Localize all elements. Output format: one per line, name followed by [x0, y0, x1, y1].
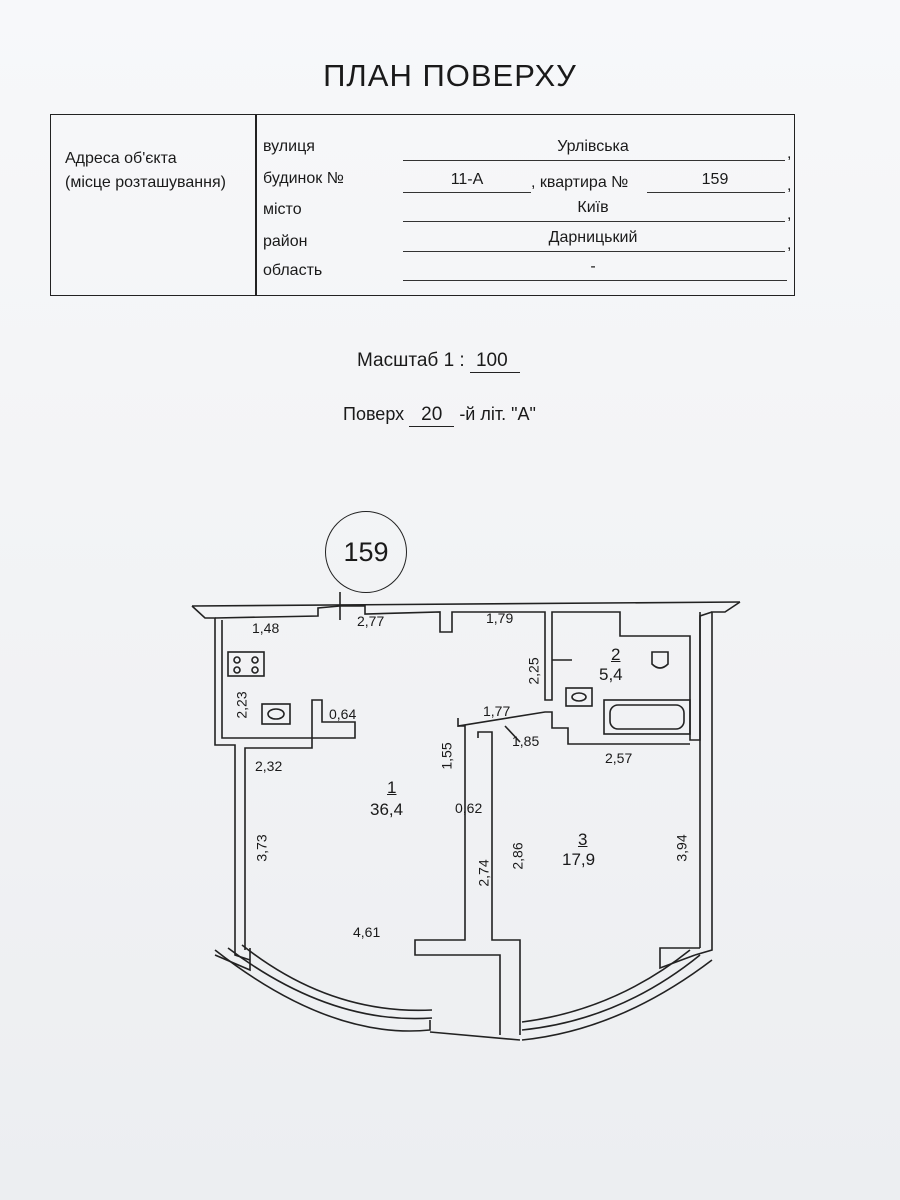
bathtub-icon [603, 699, 691, 735]
corridor-wall [457, 711, 690, 745]
table-divider [255, 115, 257, 295]
city-comma: , [787, 206, 792, 223]
dimension-label: 1,85 [512, 733, 540, 749]
arc-right-mid [521, 954, 701, 1031]
dimension-label: 2,25 [525, 657, 542, 685]
dimension-label: 1,77 [483, 703, 511, 719]
apartment-underline [647, 192, 785, 194]
address-caption-line1: Адреса об'єкта [65, 150, 177, 167]
floor-line: Поверх 20 -й літ. "А" [343, 404, 536, 427]
dimension-label: 2,77 [357, 613, 385, 629]
city-label: місто [263, 201, 302, 218]
page-title: ПЛАН ПОВЕРХУ [323, 58, 577, 93]
dimension-label: 1,55 [438, 742, 455, 770]
corner-left [214, 948, 251, 972]
floor-value: 20 [409, 404, 455, 427]
kitchen-sink-icon [261, 703, 291, 725]
apartment-number-badge: 159 [325, 511, 407, 593]
partition-1-3-inner [414, 725, 501, 1035]
corridor-marker [504, 725, 521, 743]
dimension-label: 2,32 [255, 758, 283, 774]
dimension-label: 2,74 [475, 859, 492, 887]
dimension-label: 0,64 [329, 706, 357, 722]
district-value: Дарницький [548, 229, 638, 246]
stove-icon [227, 651, 265, 677]
floor-label: Поверх [343, 404, 405, 424]
scale-line: Масштаб 1 : 100 [357, 350, 520, 373]
room-3-area: 17,9 [562, 850, 596, 869]
address-table: Адреса об'єкта (місце розташування) вули… [50, 114, 795, 296]
scale-value: 100 [469, 350, 520, 373]
street-underline [403, 160, 785, 162]
address-caption: Адреса об'єкта (місце розташування) [65, 147, 226, 195]
room-2-number: 2 [611, 645, 621, 664]
dimension-label: 3,73 [253, 834, 270, 862]
district-label: район [263, 233, 308, 250]
dimension-label: 3,94 [673, 834, 690, 862]
street-comma: , [787, 145, 792, 162]
corner-right [659, 947, 700, 970]
street-label: вулиця [263, 138, 315, 155]
room-1-number: 1 [387, 778, 397, 797]
bottom-wall [429, 1031, 521, 1041]
bathroom-sink-icon [565, 687, 593, 707]
dimension-label: 2,86 [509, 842, 526, 870]
kitchen-wall [221, 620, 356, 950]
partition-1-3 [477, 731, 521, 1035]
arc-left-mid [227, 947, 433, 1020]
house-value: 11-А [450, 171, 484, 188]
room-2-area: 5,4 [599, 665, 623, 684]
dimension-label: 4,61 [353, 924, 381, 940]
house-label: будинок № [263, 170, 344, 187]
street-value: Урлівська [557, 138, 629, 155]
dimension-label: 2,57 [605, 750, 633, 766]
outer-wall-right [694, 601, 741, 956]
dimension-label: 0,62 [455, 800, 483, 816]
arc-left-inner [241, 944, 433, 1012]
dimension-label: 1,79 [486, 610, 514, 626]
dimension-label: 1,48 [252, 620, 280, 636]
region-label: область [263, 262, 323, 279]
arc-right-outer [521, 959, 713, 1041]
district-comma: , [787, 236, 792, 253]
arc-left-outer [214, 949, 431, 1032]
floor-suffix: -й літ. "А" [459, 404, 536, 424]
arc-right-inner [521, 949, 691, 1023]
outer-wall-left [191, 605, 251, 961]
address-caption-line2: (місце розташування) [65, 174, 226, 191]
region-value: - [590, 258, 596, 275]
city-underline [403, 221, 785, 223]
apartment-value: 159 [701, 171, 729, 188]
dimension-label: 2,23 [233, 691, 250, 719]
apartment-label: , квартира № [531, 174, 629, 191]
outer-wall-top [191, 601, 741, 607]
toilet-icon [651, 651, 669, 669]
scale-label: Масштаб 1 : [357, 350, 465, 371]
city-value: Київ [577, 199, 609, 216]
region-underline [403, 280, 787, 282]
apartment-comma: , [787, 177, 792, 194]
district-underline [403, 251, 785, 253]
room-1-area: 36,4 [370, 800, 404, 819]
room-3-number: 3 [578, 830, 588, 849]
house-underline [403, 192, 531, 194]
